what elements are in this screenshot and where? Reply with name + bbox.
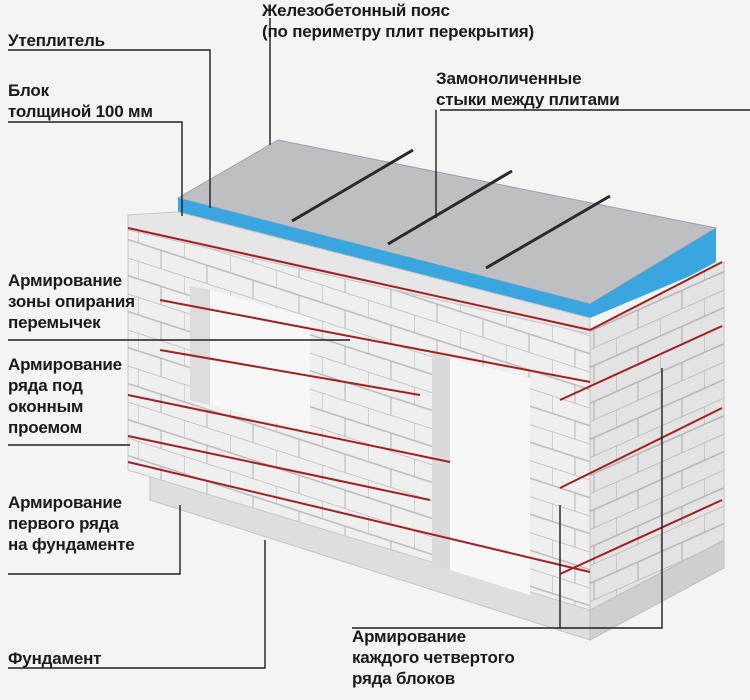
label-line: проемом: [8, 418, 82, 437]
label-line: Блок: [8, 81, 49, 100]
insulation-band-side: [590, 228, 716, 318]
slab-joint: [291, 148, 414, 223]
label-window-row-reinforcement: Армирование ряда под оконным проемом: [8, 354, 122, 438]
label-reinforced-concrete-belt: Железобетонный пояс (по периметру плит п…: [262, 0, 534, 42]
label-line: зоны опирания: [8, 292, 135, 311]
label-line: (по периметру плит перекрытия): [262, 22, 534, 41]
label-line: Фундамент: [8, 649, 102, 668]
label-line: Железобетонный пояс: [262, 1, 450, 20]
label-line: Утеплитель: [8, 31, 105, 50]
label-line: на фундаменте: [8, 535, 135, 554]
label-monolithic-joints: Замоноличенные стыки между плитами: [436, 68, 620, 110]
label-line: первого ряда: [8, 514, 119, 533]
label-insulation: Утеплитель: [8, 30, 105, 51]
label-every-fourth-row-reinforcement: Армирование каждого четвертого ряда блок…: [352, 626, 515, 689]
label-line: ряда под: [8, 376, 83, 395]
slab-joint: [485, 194, 611, 270]
slab-joint: [387, 169, 513, 246]
label-line: Замоноличенные: [436, 69, 582, 88]
label-line: каждого четвертого: [352, 648, 515, 667]
label-foundation: Фундамент: [8, 648, 102, 669]
insulation-band: [178, 198, 590, 318]
label-line: стыки между плитами: [436, 90, 620, 109]
window-opening: [210, 290, 310, 432]
label-first-row-reinforcement: Армирование первого ряда на фундаменте: [8, 492, 135, 555]
window-reveal: [190, 286, 210, 405]
leader-lines: [8, 18, 750, 669]
label-line: Армирование: [352, 627, 466, 646]
label-block-thickness: Блок толщиной 100 мм: [8, 80, 153, 122]
door-opening: [450, 358, 530, 595]
label-line: перемычек: [8, 313, 101, 332]
label-line: Армирование: [8, 493, 122, 512]
label-line: Армирование: [8, 355, 122, 374]
label-line: Армирование: [8, 271, 122, 290]
label-line: ряда блоков: [352, 669, 456, 688]
label-line: толщиной 100 мм: [8, 102, 153, 121]
rebar-lines: [127, 227, 723, 575]
label-line: оконным: [8, 397, 84, 416]
label-lintel-reinforcement: Армирование зоны опирания перемычек: [8, 270, 135, 333]
